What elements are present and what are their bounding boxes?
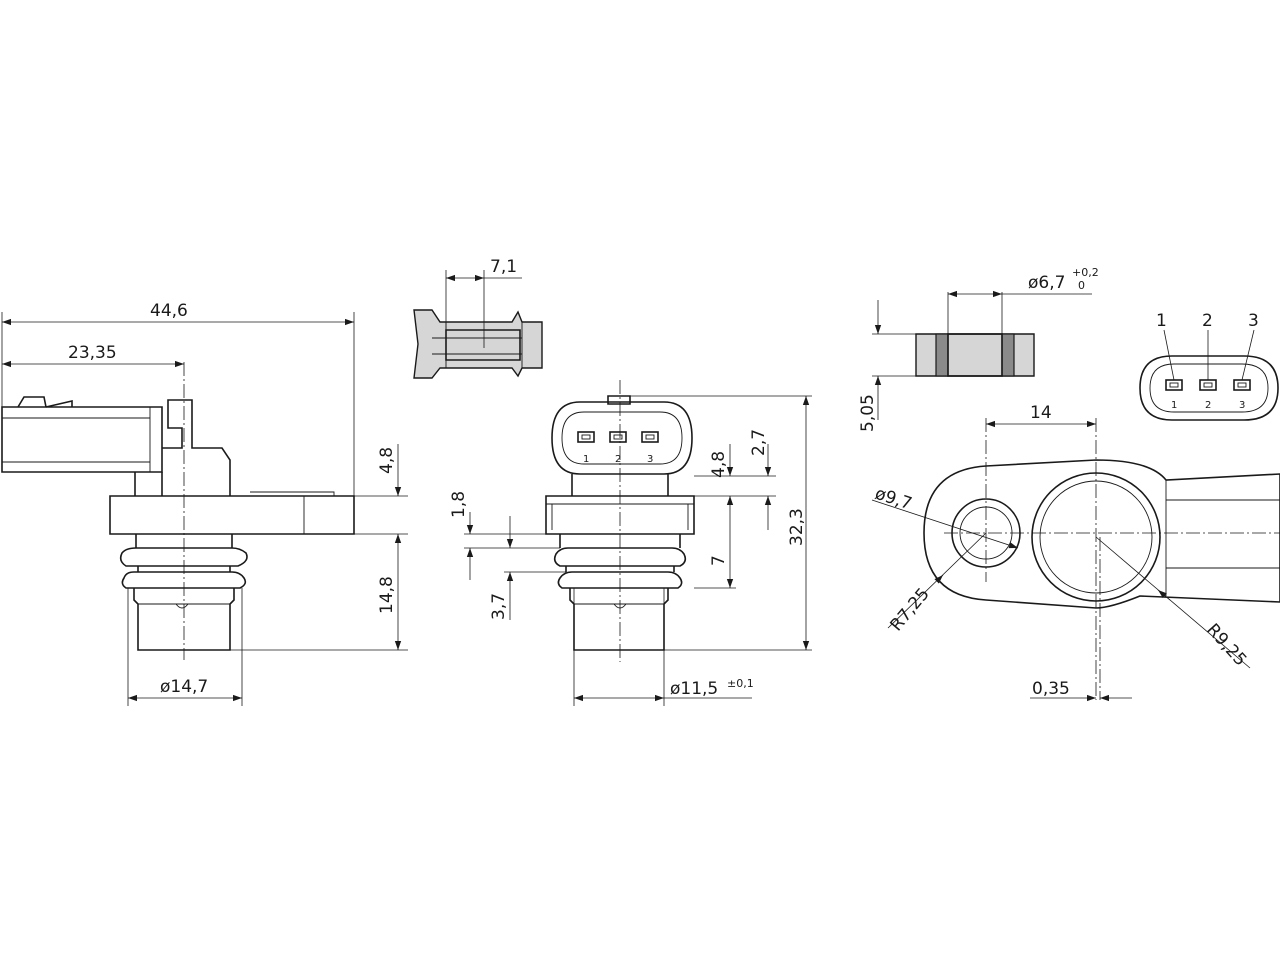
pinout-pin-2 [1199, 379, 1217, 391]
dim-oring-seat: 7 [709, 555, 729, 566]
pinout-outer-oval [1139, 355, 1279, 421]
side-oring-lower [121, 571, 247, 589]
front-oring-lower [557, 566, 683, 589]
pinout-label-1: 1 [1156, 311, 1167, 331]
top-flange-outline [923, 459, 1280, 609]
dim-bushing-bore-tol-lower: 0 [1078, 279, 1085, 292]
side-oring-upper [119, 547, 248, 567]
dim-sensor-length: 14,8 [377, 576, 397, 614]
front-pin-2 [609, 431, 627, 443]
pinout-label-2: 2 [1202, 311, 1213, 331]
bushing-section: ø6,7 +0,2 0 5,05 [858, 266, 1099, 432]
dim-lower-gap: 3,7 [489, 593, 509, 620]
connector-shell [413, 309, 543, 379]
dim-small-gap: 1,8 [449, 491, 469, 518]
front-pin-label-1: 1 [583, 454, 589, 465]
pinout-pin-3 [1233, 379, 1251, 391]
pinout-inner-label-2: 2 [1205, 400, 1211, 411]
dim-radius-small: R7,25 [887, 584, 934, 635]
side-flange [109, 495, 355, 535]
dim-top-hole: ø9,7 [872, 484, 914, 515]
dim-step-height: 2,7 [749, 429, 769, 456]
bushing-bore [947, 333, 1003, 377]
dim-bushing-bore: ø6,7 [1028, 273, 1065, 293]
dim-overall-height: 32,3 [787, 508, 807, 546]
dim-front-diameter-tolerance: ±0,1 [727, 677, 754, 690]
dim-sensor-diameter: ø14,7 [160, 677, 208, 697]
dim-front-diameter: ø11,5 [670, 679, 718, 699]
front-pin-1 [577, 431, 595, 443]
pinout-inner-label-3: 3 [1239, 400, 1245, 411]
front-pin-label-2: 2 [615, 454, 621, 465]
dim-bushing-height: 5,05 [858, 394, 878, 432]
top-view: 14 ø9,7 R7,25 R9,25 0,35 [871, 403, 1280, 702]
bushing-body [915, 333, 1035, 377]
side-neck [134, 399, 231, 496]
dim-bushing-bore-tol-upper: +0,2 [1072, 266, 1099, 279]
dim-flange-thickness: 4,8 [377, 447, 397, 474]
dim-half-length: 23,35 [68, 343, 117, 363]
front-connector-oval [551, 401, 693, 475]
side-latch [17, 396, 73, 408]
front-flange [545, 495, 695, 535]
dim-radius-large: R9,25 [1202, 620, 1250, 670]
dim-center-distance: 14 [1030, 403, 1052, 423]
bushing-wall-left [935, 333, 949, 377]
dim-total-length: 44,6 [150, 301, 188, 321]
dim-offset: 0,35 [1032, 679, 1070, 699]
bushing-wall-right [1001, 333, 1015, 377]
side-sensor-tip [133, 588, 235, 651]
pinout-inner-label-1: 1 [1171, 400, 1177, 411]
dim-connector-depth: 7,1 [490, 257, 517, 277]
front-pin-label-3: 3 [647, 454, 653, 465]
connector-section: 7,1 [413, 257, 543, 379]
pinout-view: 1 2 3 1 2 3 [1139, 311, 1279, 421]
pinout-label-3: 3 [1248, 311, 1259, 331]
dim-collar-height: 4,8 [709, 451, 729, 478]
front-view: 1 2 3 32,3 4,8 [449, 380, 812, 706]
pinout-pin-1 [1165, 379, 1183, 391]
front-oring-upper [553, 534, 687, 567]
front-sensor-tip [569, 588, 669, 651]
front-pin-3 [641, 431, 659, 443]
side-view: 44,6 23,35 4,8 14,8 ø14,7 [1, 301, 408, 706]
